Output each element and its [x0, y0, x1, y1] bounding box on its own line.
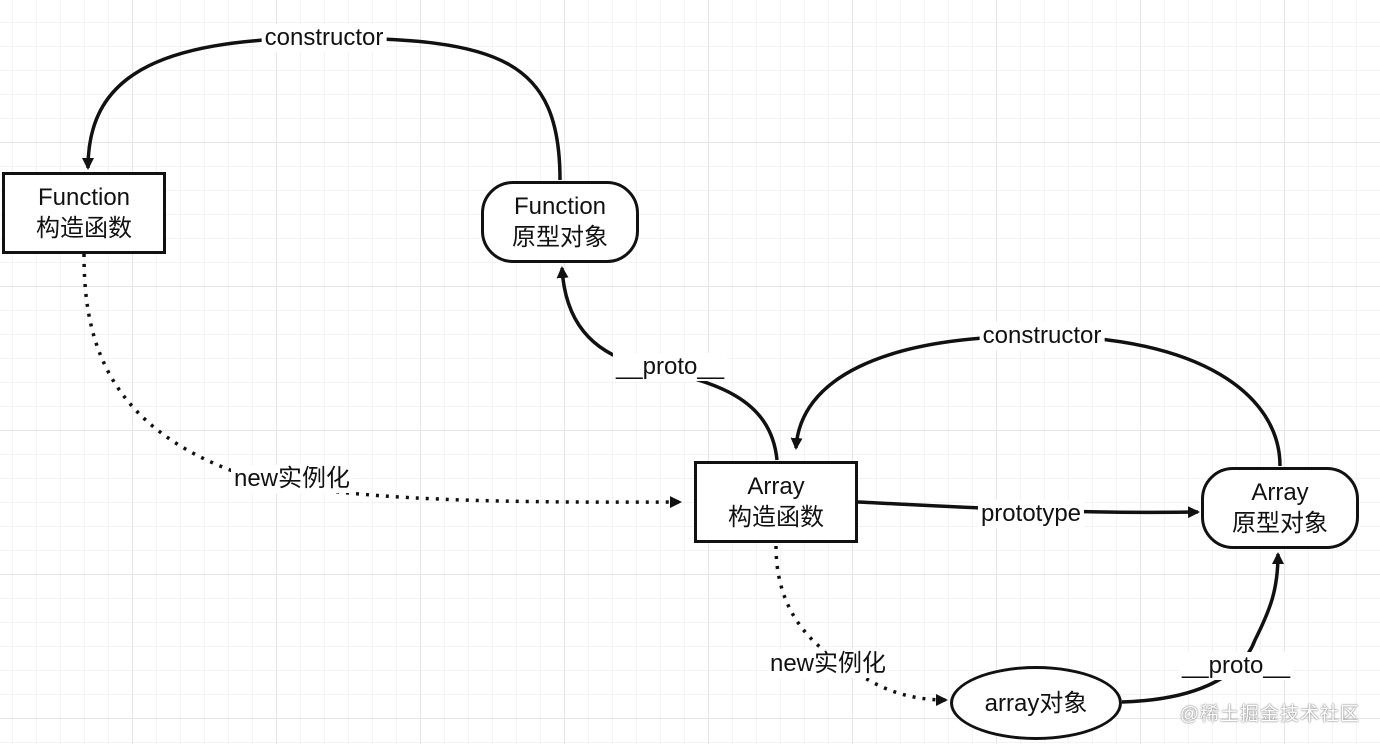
function-prototype-line1: Function [513, 193, 607, 220]
watermark: @稀土掘金技术社区 [1179, 704, 1360, 725]
label-proto-object-to-array: __proto__ [1178, 652, 1294, 680]
label-new-instance-function: new实例化 [230, 465, 354, 493]
array-constructor-node: Array 构造函数 [694, 461, 858, 543]
array-prototype-line1: Array [1251, 479, 1309, 506]
array-prototype-line2: 原型对象 [1232, 510, 1328, 537]
function-prototype-line2: 原型对象 [512, 224, 608, 251]
array-object-label: array对象 [984, 689, 1088, 717]
function-prototype-node: Function 原型对象 [481, 181, 639, 263]
edge-new-instance-function [82, 253, 682, 509]
label-proto-array-to-function: __proto__ [612, 353, 728, 381]
label-prototype: prototype [977, 500, 1085, 528]
function-constructor-node: Function 构造函数 [2, 172, 166, 254]
label-new-instance-array: new实例化 [766, 650, 890, 678]
array-constructor-line1: Array [747, 473, 805, 500]
label-constructor-array: constructor [979, 322, 1105, 350]
function-constructor-line1: Function [37, 184, 131, 211]
array-constructor-line2: 构造函数 [728, 504, 824, 531]
edge-constructor-array [790, 334, 1282, 467]
array-object-node: array对象 [950, 666, 1122, 740]
array-prototype-node: Array 原型对象 [1201, 467, 1359, 549]
edge-proto-object-to-array [1121, 552, 1284, 704]
label-constructor-function: constructor [261, 24, 387, 52]
function-constructor-line2: 构造函数 [36, 215, 132, 242]
edge-constructor-function [82, 36, 562, 181]
